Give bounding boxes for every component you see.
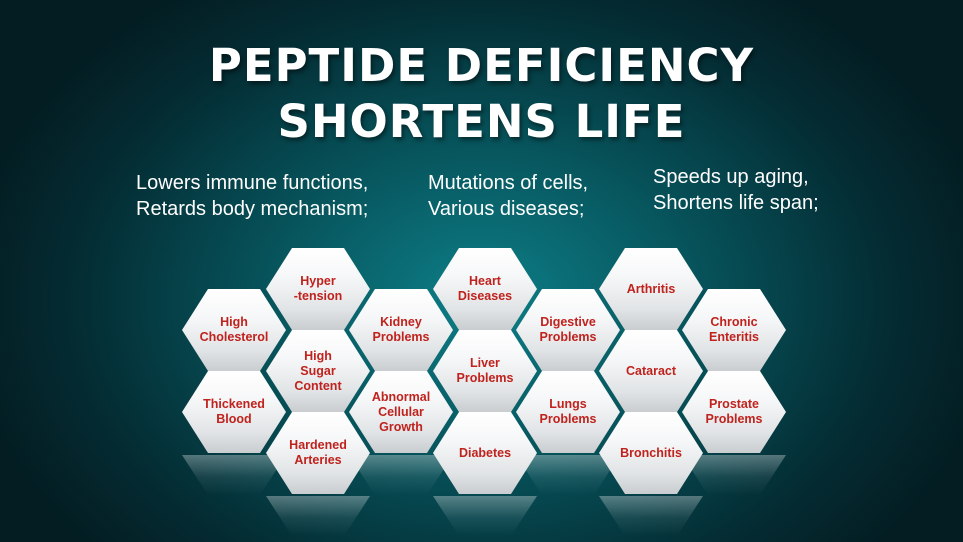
hexagon-label-line: High xyxy=(304,348,332,363)
hexagon-label: Cataract xyxy=(626,364,676,379)
title-line-2: SHORTENS LIFE xyxy=(277,95,686,148)
hexagon-label-line: Liver xyxy=(470,356,500,370)
hexagon-label-line: Hardened xyxy=(289,438,347,452)
hexagon-arthritis: Arthritis xyxy=(599,248,703,330)
subtitle-aging: Speeds up aging, Shortens life span; xyxy=(653,164,819,216)
hexagon-label-line: Bronchitis xyxy=(620,445,682,460)
hexagon-label-line: Heart xyxy=(469,274,501,288)
hexagon-reflection xyxy=(433,496,537,536)
title-line-1: PEPTIDE DEFICIENCY xyxy=(208,39,755,92)
subtitle-immune: Lowers immune functions, Retards body me… xyxy=(136,170,368,222)
hexagon-hypertension: Hyper-tension xyxy=(266,248,370,330)
subtitle-line: Lowers immune functions, xyxy=(136,172,369,194)
hexagon-label: Diabetes xyxy=(459,446,511,461)
hexagon-reflection xyxy=(266,496,370,536)
hexagon-label-line: Sugar xyxy=(300,363,336,378)
hexagon-label-line: Abnormal xyxy=(371,389,431,404)
hexagon-label-line: Diseases xyxy=(457,289,513,303)
hexagon-label-line: Diabetes xyxy=(458,445,512,460)
hexagon-label-line: High xyxy=(220,315,248,329)
hexagon-cataract: Cataract xyxy=(599,330,703,412)
hexagon-reflection xyxy=(182,455,286,495)
hexagon-label-line: Problems xyxy=(539,412,597,426)
hexagon-label-line: Cataract xyxy=(625,363,677,378)
hexagon-label-line: Kidney xyxy=(380,315,422,329)
hexagon-label-line: Chronic xyxy=(710,315,758,329)
subtitle-line: Mutations of cells, xyxy=(428,172,589,194)
hexagon-label-line: Problems xyxy=(539,330,597,344)
hexagon-label-line: Thickened xyxy=(203,397,265,411)
hexagon-label-line: Problems xyxy=(705,412,763,426)
hexagon-label: Hyper-tension xyxy=(294,274,343,304)
subtitle-line: Shortens life span; xyxy=(653,192,819,214)
hexagon-label-line: -tension xyxy=(293,289,343,303)
hexagon-label-line: Enteritis xyxy=(708,330,759,344)
hexagon-label: Bronchitis xyxy=(620,446,682,461)
hexagon-bronchitis: Bronchitis xyxy=(599,412,703,494)
hexagon-label-line: Cellular xyxy=(378,404,424,419)
hexagon-diabetes: Diabetes xyxy=(433,412,537,494)
subtitle-line: Retards body mechanism; xyxy=(136,198,369,220)
hexagon-label-line: Problems xyxy=(372,330,430,344)
hexagon-label: Arthritis xyxy=(627,282,676,297)
hexagon-label-line: Cholesterol xyxy=(199,330,269,344)
hexagon-label-line: Digestive xyxy=(540,315,596,329)
subtitle-line: Various diseases; xyxy=(428,198,585,220)
hexagon-label-line: Blood xyxy=(216,412,252,426)
hexagon-label-line: Content xyxy=(294,378,342,393)
hexagon-label-line: Hyper xyxy=(300,274,336,288)
hexagon-label-line: Arthritis xyxy=(626,281,676,296)
hexagon-label-line: Prostate xyxy=(708,397,760,411)
hexagon-label-line: Lungs xyxy=(549,397,587,411)
hexagon-reflection xyxy=(599,496,703,536)
hexagon-label-line: Problems xyxy=(456,371,514,385)
hexagon-label-line: Growth xyxy=(379,419,423,434)
subtitle-mutations: Mutations of cells, Various diseases; xyxy=(428,170,588,222)
subtitle-line: Speeds up aging, xyxy=(653,166,809,188)
hexagon-label-line: Arteries xyxy=(294,453,342,467)
